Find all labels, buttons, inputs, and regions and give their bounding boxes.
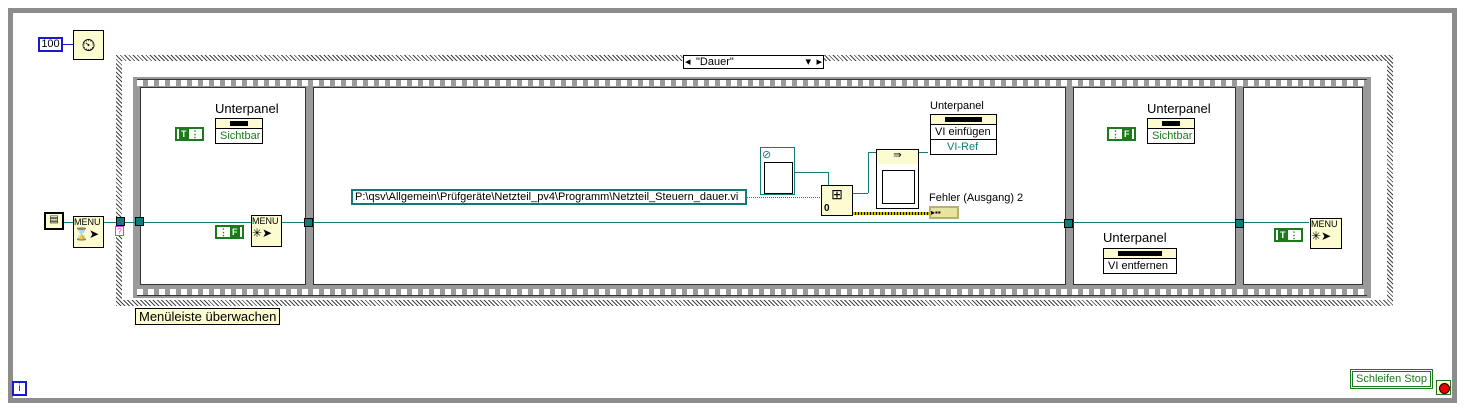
error-wire [853,212,931,215]
wire [63,44,73,45]
metronome-wait-icon[interactable]: ⏲ [73,30,104,60]
sequence-tunnel [1235,219,1244,228]
cursor-icon: ✳➤ [252,226,273,240]
while-loop[interactable] [8,8,1457,403]
wire [853,193,868,194]
stop-condition-icon[interactable] [1436,380,1451,395]
case-selector[interactable]: "Dauer" ▾ ◂ ▸ [683,55,824,69]
run-arrow-icon: ⇛ [877,150,918,164]
zero-label: 0 [824,203,830,214]
property-node-visible[interactable]: Sichtbar [1147,118,1195,144]
invoke-node-label: Unterpanel [930,100,984,112]
prev-case-icon[interactable]: ◂ [685,56,691,68]
sequence-tunnel [135,217,144,226]
comment-label: Menüleiste überwachen [135,308,281,325]
menu-label: MENU [74,217,101,227]
true-constant[interactable]: T⋮ [1274,228,1303,242]
case-selector-terminal: ? [115,226,124,236]
iteration-terminal: i [12,381,27,396]
get-menu-node[interactable]: MENU⌛➤ [73,216,104,248]
invoke-param: VI-Ref [947,141,979,153]
open-vi-reference-node[interactable]: ⊞0 [821,185,853,216]
menu-label: MENU [1311,219,1338,229]
wire [795,172,828,173]
no-entry-icon: ⊘ [762,149,772,161]
bool-value: T [1278,230,1288,240]
menu-label: MENU [252,216,279,226]
path-constant[interactable]: P:\qsv\Allgemein\Prüfgeräte\Netzteil_pv4… [351,189,747,205]
set-menu-node[interactable]: MENU✳➤ [251,215,282,247]
false-constant[interactable]: ⋮F [1107,127,1136,141]
property-name: Sichtbar [1152,130,1193,142]
grid-icon: ⊞ [831,186,843,202]
panel-box [764,162,793,194]
false-constant[interactable]: ⋮F [215,225,244,239]
property-name: Sichtbar [220,130,261,142]
set-menu-node[interactable]: MENU✳➤ [1310,218,1342,249]
vi-reference-icon[interactable]: ▤ [44,212,64,230]
wire [868,152,869,193]
property-node-visible[interactable]: Sichtbar [215,118,263,144]
error-indicator-label: Fehler (Ausgang) 2 [929,192,1024,204]
next-case-icon[interactable]: ▸ [816,56,822,68]
sequence-frame-1 [140,87,306,285]
error-cluster-indicator[interactable]: ▸▪▪ [929,206,959,219]
run-vi-node[interactable]: ⇛ [876,149,919,209]
wire [64,222,74,223]
property-node-label: Unterpanel [215,101,279,116]
stop-button-terminal[interactable]: Schleifen Stop [1350,369,1433,389]
invoke-node-remove-vi[interactable]: VI entfernen [1103,248,1177,274]
invoke-node-label: Unterpanel [1103,230,1167,245]
case-tunnel [116,217,125,226]
dropdown-arrow-icon: ▾ [805,56,811,68]
cursor-icon: ✳➤ [1311,229,1332,243]
sequence-frame-4 [1243,87,1363,285]
bool-value: F [230,227,240,237]
property-node-label: Unterpanel [1147,101,1211,116]
vi-server-ref-icon[interactable]: ⊘ [760,147,795,195]
vi-ref-wire [104,222,1309,223]
panel-box [882,170,915,204]
bool-value: F [1122,129,1132,139]
true-constant[interactable]: T⋮ [175,127,204,141]
path-wire [747,197,824,199]
wire [828,172,829,186]
hourglass-cursor-icon: ⌛➤ [74,227,99,241]
sequence-tunnel [1064,219,1073,228]
sequence-tunnel [304,218,313,227]
wait-ms-constant[interactable]: 100 [38,37,63,52]
case-selector-value: "Dauer" [696,56,734,68]
invoke-method: VI einfügen [931,125,996,140]
invoke-method: VI entfernen [1108,260,1168,272]
bool-value: T [179,129,189,139]
